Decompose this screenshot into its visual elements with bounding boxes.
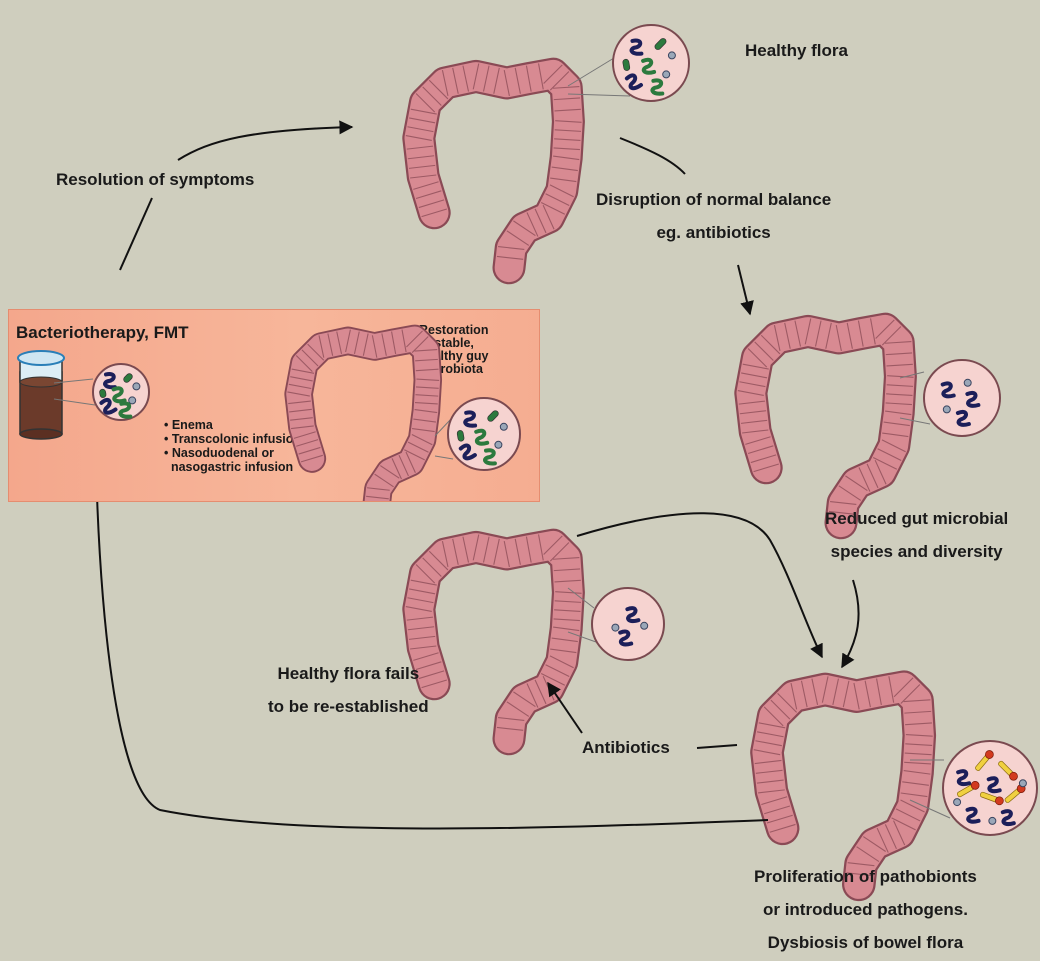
label-line: Disruption of normal balance [596, 183, 831, 216]
arrow-resolution [120, 198, 152, 270]
colon-healthy-state [406, 63, 582, 267]
label-reduced: Reduced gut microbial species and divers… [825, 502, 1008, 568]
microbe-circle-reduced-state [924, 360, 1000, 436]
label-line: Healthy flora fails [268, 657, 429, 690]
bacteriotherapy-panel: Bacteriotherapy, FMT • Enema • Transcolo… [8, 309, 540, 502]
beaker-icon [18, 351, 64, 439]
arrow-to-healthy [178, 127, 352, 160]
arrow-to-reduced [738, 265, 750, 314]
arrow-to-dysbiosis [842, 580, 859, 667]
colon-dysbiosis-state [754, 676, 933, 884]
label-line: species and diversity [825, 535, 1008, 568]
arrow-disruption-start [620, 138, 685, 174]
label-fails: Healthy flora fails to be re-established [268, 657, 429, 723]
colon-reduced-state [738, 318, 914, 522]
label-proliferation: Proliferation of pathobionts or introduc… [754, 860, 977, 959]
microbe-circle-restored [448, 398, 520, 470]
colon-fails-state [406, 534, 582, 738]
label-antibiotics: Antibiotics [582, 731, 670, 764]
label-line: to be re-established [268, 690, 429, 723]
label-line: Proliferation of pathobionts [754, 860, 977, 893]
zoom-connector [435, 456, 453, 459]
zoom-connector [568, 58, 614, 86]
arrow-antibiotics-line [697, 745, 737, 748]
label-line: or introduced pathogens. [754, 893, 977, 926]
label-disruption: Disruption of normal balance eg. antibio… [596, 183, 831, 249]
label-healthy-flora: Healthy flora [745, 34, 848, 67]
label-resolution: Resolution of symptoms [56, 163, 254, 196]
microbe-circle-donor [93, 364, 149, 420]
microbe-circle-healthy-state [613, 25, 689, 101]
label-line: eg. antibiotics [596, 216, 831, 249]
label-line: Dysbiosis of bowel flora [754, 926, 977, 959]
colon-restored [287, 330, 439, 501]
label-line: Reduced gut microbial [825, 502, 1008, 535]
microbe-circle-fails-state [592, 588, 664, 660]
panel-graphics [9, 310, 539, 501]
microbe-circle-dysbiosis-state [943, 741, 1037, 835]
